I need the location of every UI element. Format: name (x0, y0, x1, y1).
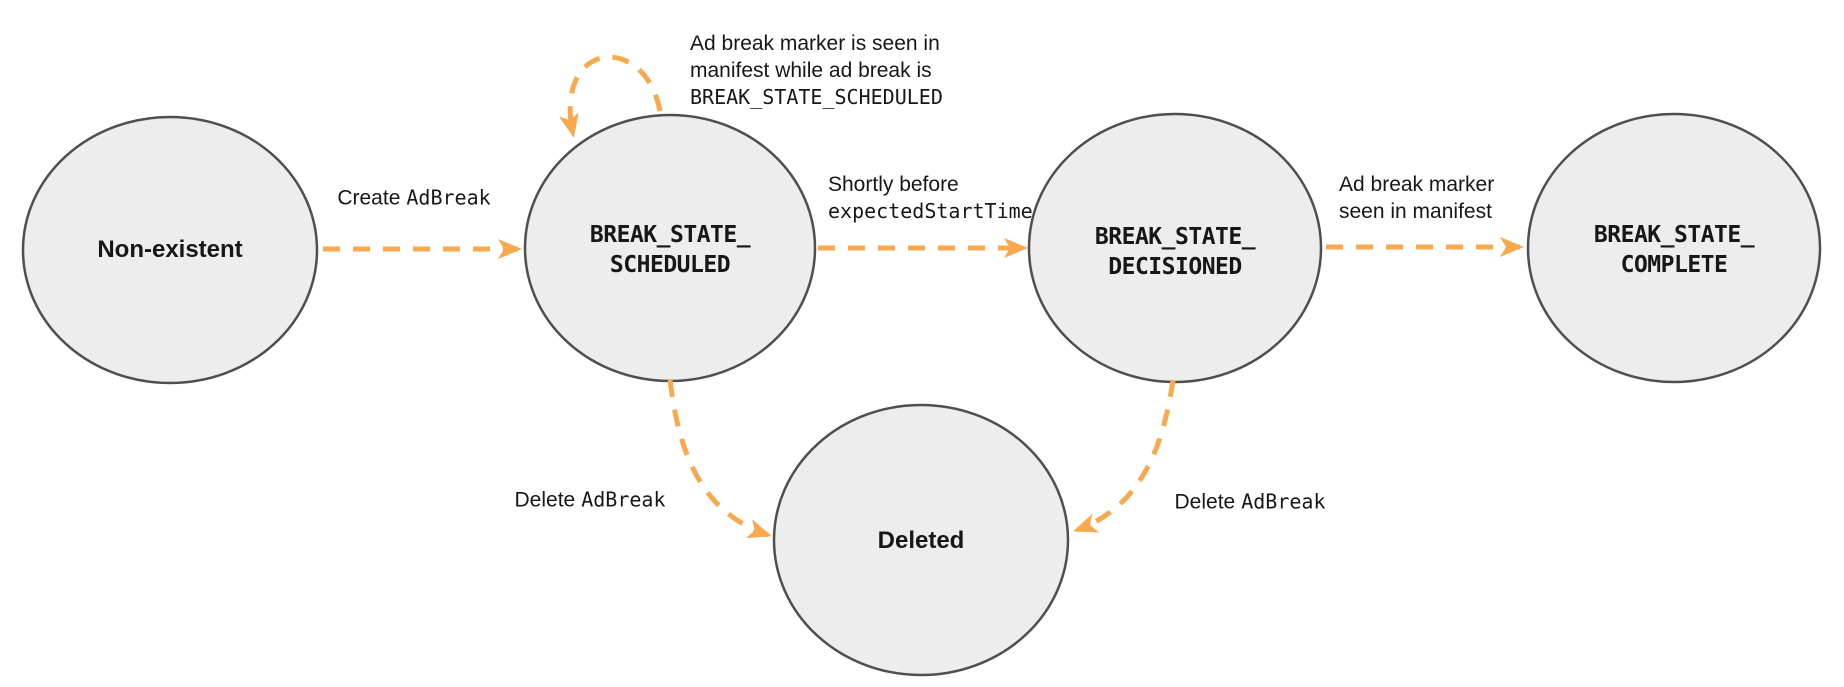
transition-label-marker-seen: Ad break marker seen in manifest (1339, 171, 1494, 225)
label-text: Ad break marker is seen in (690, 32, 940, 55)
state-label-deleted: Deleted (877, 527, 965, 554)
state-node-deleted (772, 403, 1070, 677)
state-label-scheduled: BREAK_STATE_ SCHEDULED (589, 220, 751, 280)
label-code: AdBreak (1241, 489, 1326, 514)
label-text: Delete (1174, 490, 1236, 514)
state-node-complete (1526, 112, 1822, 384)
state-label-line: COMPLETE (1620, 252, 1728, 278)
label-text: Delete (514, 488, 576, 512)
state-label-non-existent: Non-existent (97, 236, 243, 263)
state-label-line: BREAK_STATE_ (1094, 224, 1256, 250)
label-code: BREAK_STATE_SCHEDULED (690, 85, 943, 109)
label-text: Shortly before (828, 173, 959, 196)
state-label-decisioned: BREAK_STATE_ DECISIONED (1094, 222, 1256, 282)
label-code: AdBreak (581, 487, 666, 512)
label-code: expectedStartTime (828, 199, 1033, 223)
transition-arrow-delete-from-decisioned (1073, 379, 1176, 533)
label-code: AdBreak (406, 185, 491, 210)
state-node-non-existent (21, 115, 319, 385)
label-text: Create (337, 186, 401, 210)
state-label-line: BREAK_STATE_ (1593, 222, 1755, 248)
label-text: Ad break marker (1339, 173, 1495, 196)
state-label-line: BREAK_STATE_ (589, 222, 751, 248)
self-loop-label: Ad break marker is seen in manifest whil… (690, 30, 943, 111)
state-label-complete: BREAK_STATE_ COMPLETE (1593, 220, 1755, 280)
state-label-line: SCHEDULED (609, 252, 731, 278)
label-text: seen in manifest (1339, 200, 1492, 223)
transition-label-shortly-before: Shortly before expectedStartTime (828, 171, 1033, 225)
transition-arrow-delete-from-scheduled (667, 379, 772, 539)
state-label-line: DECISIONED (1108, 254, 1242, 280)
label-text: manifest while ad break is (690, 59, 932, 82)
